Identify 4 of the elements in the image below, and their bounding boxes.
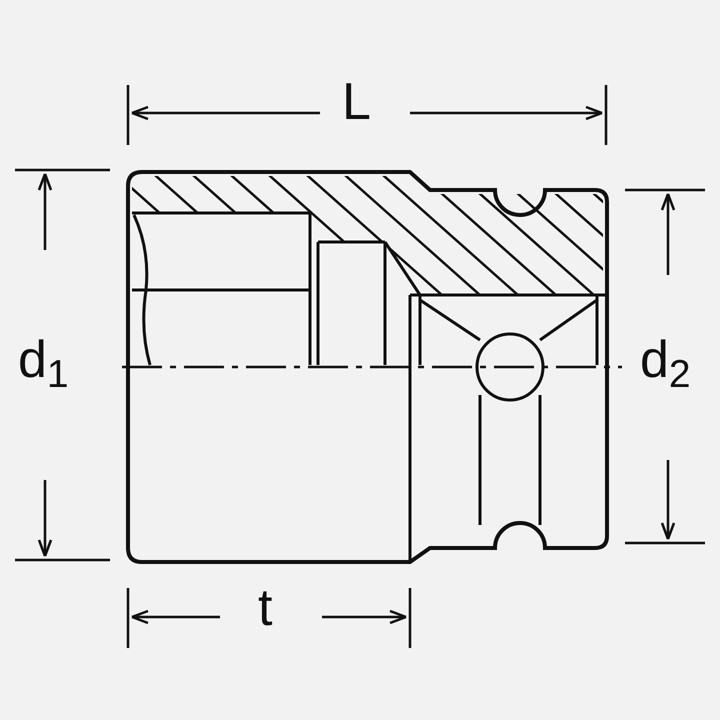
dimension-label: t	[258, 582, 272, 634]
dimension-label: d$_{1}$	[18, 334, 69, 386]
dimension-label: L	[342, 76, 371, 128]
dimension-label: d$_{2}$	[640, 334, 691, 386]
